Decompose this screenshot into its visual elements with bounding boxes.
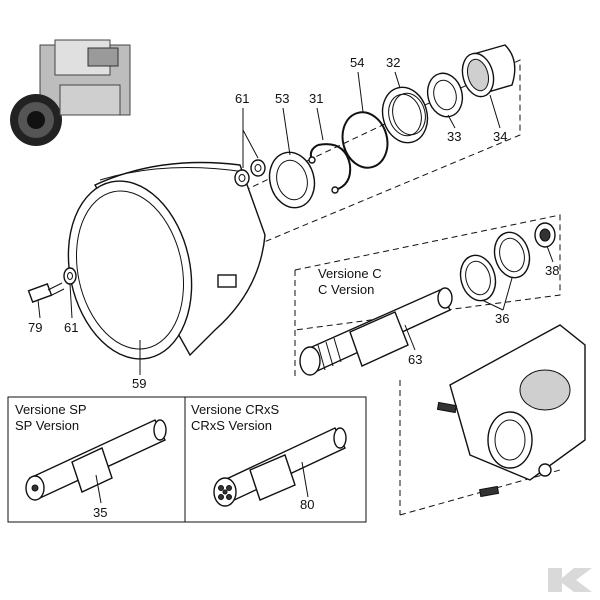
k-logo-icon [548,568,592,592]
version-sp-it: Versione SP [15,402,87,417]
label-61-left: 61 [64,320,78,335]
seal-32 [381,86,429,144]
bell-housing-59 [67,161,266,360]
version-box [7,396,367,523]
label-54: 54 [350,55,364,70]
bearing-34 [461,44,516,98]
rings-36 [459,231,531,302]
pump-photo-icon [10,39,131,146]
label-61-top: 61 [235,91,249,106]
label-33: 33 [447,129,461,144]
shaft-35 [25,419,167,501]
shaft-63 [299,287,453,376]
label-53: 53 [275,91,289,106]
version-crxs-it: Versione CRxS [191,402,279,417]
label-63: 63 [408,352,422,367]
washer-61-left [63,267,77,285]
label-79: 79 [28,320,42,335]
version-sp-en: SP Version [15,418,79,433]
ring-53 [268,151,316,209]
bolt-79 [27,282,65,303]
label-80: 80 [300,497,314,512]
version-c-it: Versione C [318,266,382,281]
version-c-en: C Version [318,282,374,297]
label-32: 32 [386,55,400,70]
label-31: 31 [309,91,323,106]
leader-lines [37,71,554,504]
shaft-80 [213,427,347,507]
label-35: 35 [93,505,107,520]
label-38: 38 [545,263,559,278]
seal-38 [534,222,556,248]
circlip-31 [308,143,352,194]
pump-housing [436,324,586,498]
label-36: 36 [495,311,509,326]
label-59: 59 [132,376,146,391]
version-crxs-en: CRxS Version [191,418,272,433]
label-34: 34 [493,129,507,144]
washers-61-top [234,159,266,187]
ring-33 [426,72,464,118]
oring-54 [341,111,389,169]
